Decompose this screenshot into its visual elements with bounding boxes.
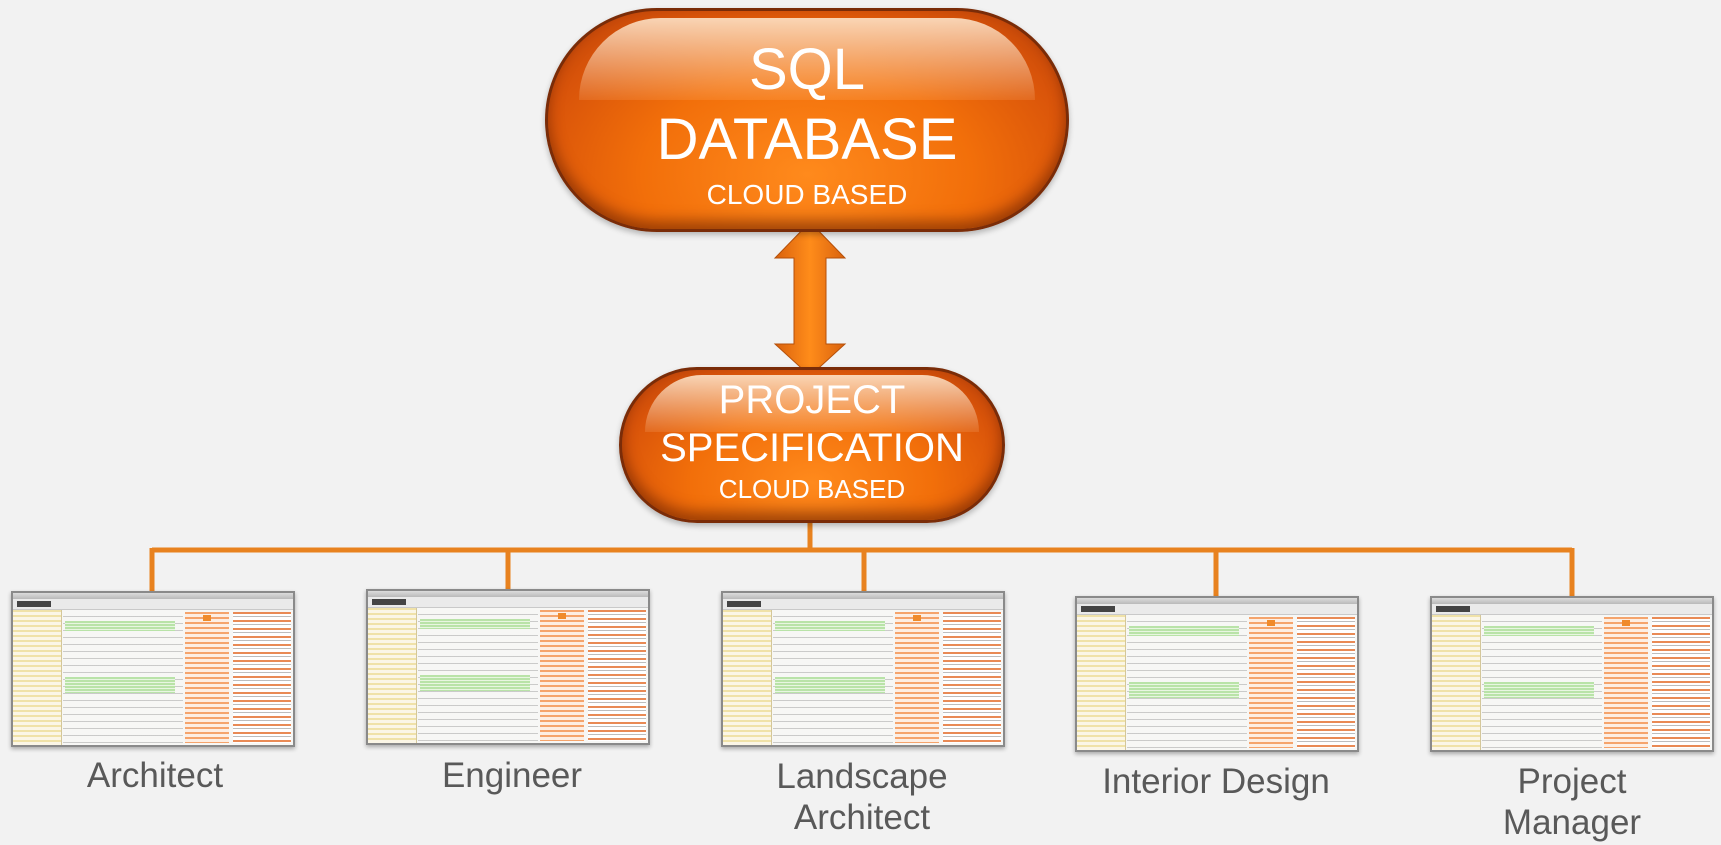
thumbnail-titlebar [13, 593, 293, 599]
thumbnail-toolbar [1432, 604, 1712, 615]
role-label-landscape-architect: Landscape Architect [712, 756, 1012, 838]
thumbnail-notes-column [185, 612, 229, 743]
thumbnail-badge [913, 615, 921, 621]
thumbnail-highlight [775, 677, 885, 693]
role-label-text: Landscape Architect [776, 757, 948, 837]
thumbnail-notes-column [540, 610, 584, 741]
thumbnail-toolbar-button [372, 599, 406, 605]
specification-title-line1: PROJECT [718, 378, 906, 422]
engineer-app-thumbnail [366, 589, 650, 745]
role-label-text: Project Manager [1502, 762, 1642, 842]
role-label-interior-design: Interior Design [1102, 762, 1330, 801]
thumbnail-sidebar [1432, 615, 1481, 750]
thumbnail-highlight [1484, 682, 1594, 698]
specification-subtitle: CLOUD BASED [718, 474, 906, 504]
thumbnail-notes-column [895, 612, 939, 743]
project-specification-node: PROJECT SPECIFICATION CLOUD BASED [619, 367, 1005, 523]
thumbnail-notes-column [1249, 617, 1293, 748]
thumbnail-highlight [1129, 682, 1239, 698]
tree-connector [149, 518, 1575, 598]
database-subtitle: CLOUD BASED [706, 179, 908, 210]
thumbnail-toolbar [13, 599, 293, 610]
thumbnail-highlight [420, 619, 530, 629]
thumbnail-highlight [1484, 626, 1594, 636]
thumbnail-highlight [775, 621, 885, 631]
thumbnail-toolbar-button [17, 601, 51, 607]
thumbnail-toolbar-button [1081, 606, 1115, 612]
thumbnail-sidebar [13, 610, 62, 745]
thumbnail-titlebar [1077, 598, 1357, 604]
database-title-line1: SQL [748, 37, 866, 102]
thumbnail-badge [1622, 620, 1630, 626]
role-label-architect: Architect [86, 756, 224, 795]
thumbnail-notes-column [1604, 617, 1648, 748]
thumbnail-highlight [420, 675, 530, 691]
thumbnail-toolbar [723, 599, 1003, 610]
thumbnail-highlight [1129, 626, 1239, 636]
thumbnail-badge [1267, 620, 1275, 626]
thumbnail-titlebar [1432, 598, 1712, 604]
thumbnail-toolbar [368, 597, 648, 608]
role-label-project-manager: Project Manager [1422, 761, 1721, 843]
thumbnail-badge [203, 615, 211, 621]
thumbnail-titlebar [723, 593, 1003, 599]
bidirectional-arrow-icon [773, 221, 847, 377]
thumbnail-sidebar [723, 610, 772, 745]
interior-design-app-thumbnail [1075, 596, 1359, 752]
thumbnail-titlebar [368, 591, 648, 597]
sql-database-node: SQL DATABASE CLOUD BASED [545, 8, 1069, 232]
thumbnail-highlight [65, 677, 175, 693]
thumbnail-right-panel [943, 612, 1001, 743]
landscape-architect-app-thumbnail [721, 591, 1005, 747]
database-title-line2: DATABASE [656, 107, 958, 172]
thumbnail-sidebar [1077, 615, 1126, 750]
thumbnail-toolbar [1077, 604, 1357, 615]
role-label-engineer: Engineer [441, 756, 583, 795]
architect-app-thumbnail [11, 591, 295, 747]
thumbnail-badge [558, 613, 566, 619]
thumbnail-highlight [65, 621, 175, 631]
thumbnail-toolbar-button [1436, 606, 1470, 612]
project-manager-app-thumbnail [1430, 596, 1714, 752]
thumbnail-toolbar-button [727, 601, 761, 607]
thumbnail-right-panel [588, 610, 646, 741]
thumbnail-right-panel [1652, 617, 1710, 748]
specification-title-line2: SPECIFICATION [660, 426, 964, 470]
thumbnail-right-panel [1297, 617, 1355, 748]
thumbnail-sidebar [368, 608, 417, 743]
thumbnail-right-panel [233, 612, 291, 743]
